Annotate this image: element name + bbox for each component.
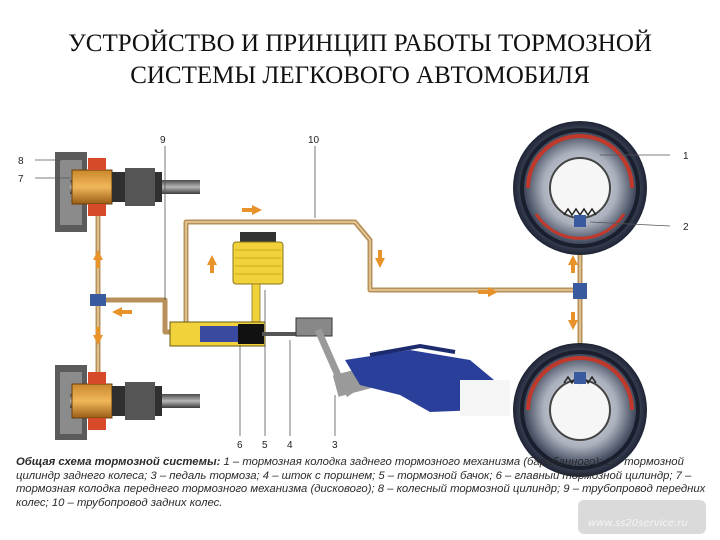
- callout-1: 1: [683, 151, 689, 162]
- flow-arrows: [93, 205, 578, 345]
- callout-3: 3: [332, 440, 338, 451]
- watermark-text: www.ss20service.ru: [588, 518, 688, 529]
- front-tee-fitting: [90, 294, 106, 306]
- front-brake-top: [55, 152, 200, 232]
- title-line-2: СИСТЕМЫ ЛЕГКОВОГО АВТОМОБИЛЯ: [130, 62, 590, 89]
- arrow-up-master: [207, 255, 217, 273]
- arrow-down-rear: [568, 312, 578, 330]
- arrow-right-rear-top: [242, 205, 262, 215]
- callout-8: 8: [18, 156, 24, 167]
- caption-heading: Общая схема тормозной системы:: [16, 456, 221, 468]
- rear-tee-fitting: [573, 283, 587, 299]
- master-cylinder: [169, 321, 266, 347]
- arrow-right-rear-pipe: [478, 287, 498, 297]
- callout-10: 10: [308, 135, 320, 146]
- rear-brake-bottom: [513, 343, 647, 477]
- arrow-down-rear-pipe: [375, 250, 385, 268]
- rear-brake-top: [513, 121, 647, 255]
- callout-2: 2: [683, 222, 689, 233]
- callout-6: 6: [237, 440, 243, 451]
- arrow-up-front: [93, 250, 103, 268]
- brake-fluid-reservoir: [232, 232, 284, 325]
- front-feed-line: [98, 297, 182, 335]
- wheel-cylinder-bottom: [574, 372, 586, 384]
- arrow-up-rear: [568, 255, 578, 273]
- diagram-caption: Общая схема тормозной системы: 1 – тормо…: [16, 456, 706, 510]
- wheel-cylinder-top: [574, 215, 586, 227]
- watermark-badge: [578, 500, 706, 534]
- title-line-1: УСТРОЙСТВО И ПРИНЦИП РАБОТЫ ТОРМОЗНОЙ: [68, 30, 652, 57]
- caption-body: 1 – тормозная колодка заднего тормозного…: [16, 456, 706, 509]
- slide-title: УСТРОЙСТВО И ПРИНЦИП РАБОТЫ ТОРМОЗНОЙ СИ…: [0, 28, 720, 92]
- callout-5: 5: [262, 440, 268, 451]
- callout-leaders: [35, 146, 671, 436]
- brake-system-diagram: 8 7 9 10 1 2 6 5 4 3: [18, 121, 689, 477]
- front-top-hub: [71, 169, 113, 205]
- front-bottom-hub: [71, 383, 113, 419]
- front-brake-bottom: [55, 365, 200, 440]
- callout-9: 9: [160, 135, 166, 146]
- callout-4: 4: [287, 440, 293, 451]
- pedal-assembly: [262, 317, 510, 416]
- arrow-down-front: [93, 327, 103, 345]
- brake-caliper-top: [88, 158, 106, 170]
- brake-shoe-bottom: [526, 356, 634, 411]
- callout-7: 7: [18, 174, 24, 185]
- arrow-left-front: [112, 307, 132, 317]
- brake-shoe-top: [526, 134, 634, 189]
